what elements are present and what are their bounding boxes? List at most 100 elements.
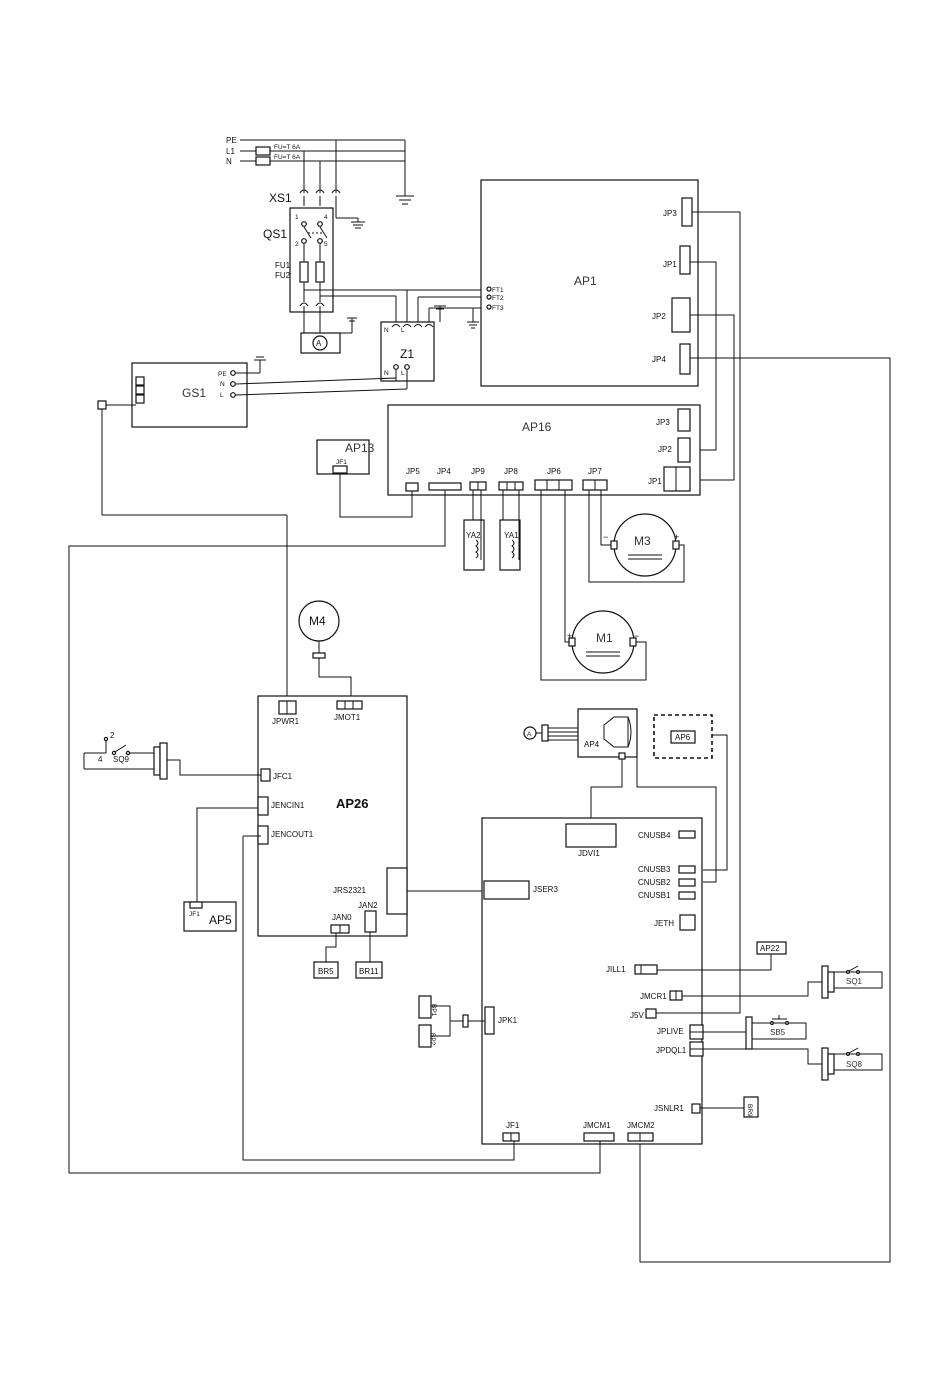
svg-text:AP22: AP22 [760,944,780,953]
xs1-qs1-block: XS1 QS1 1 4 2 5 FU1 FU2 [263,189,408,354]
svg-text:BR9: BR9 [746,1104,753,1117]
ap1-jp3 [681,197,693,227]
svg-text:JP3: JP3 [656,418,670,427]
svg-text:A: A [527,731,532,738]
ap5-board: AP5 JF1 [183,807,258,932]
mains-input: PE L1 N FU=T 6A FU=T 6A [226,136,414,205]
svg-text:YA2: YA2 [466,531,481,540]
svg-text:M4: M4 [309,614,326,628]
bp1-box [418,995,432,1019]
ap1-jp4 [679,343,691,375]
svg-text:JP7: JP7 [588,467,602,476]
solenoids: YA2 YA1 [463,490,521,571]
br9-box [743,1096,759,1118]
svg-text:AP5: AP5 [209,913,232,927]
svg-text:CNUSB3: CNUSB3 [638,865,671,874]
svg-text:JMCM1: JMCM1 [583,1121,611,1130]
svg-text:CNUSB2: CNUSB2 [638,878,671,887]
svg-text:AP6: AP6 [675,733,691,742]
main-board-box [481,817,703,1145]
svg-text:N: N [384,370,389,377]
svg-text:1: 1 [295,214,299,221]
svg-text:SB5: SB5 [770,1028,786,1037]
fuse-fu2 [315,261,325,283]
svg-text:JMCM2: JMCM2 [627,1121,655,1130]
ya1-coil [499,519,521,571]
svg-text:JP8: JP8 [504,467,518,476]
motor-m3: M3 − + [588,490,685,583]
l1-label: L1 [226,147,235,156]
peripheral-devices: AP22 SQ1 SB5 SQ8 BR9 [657,941,883,1118]
svg-text:FT3: FT3 [492,305,504,312]
svg-text:CNUSB4: CNUSB4 [638,831,671,840]
svg-text:JPDQL1: JPDQL1 [656,1046,687,1055]
ap1-jp1 [679,245,691,275]
svg-text:JP9: JP9 [471,467,485,476]
svg-text:JF1: JF1 [336,459,347,466]
svg-text:FU1: FU1 [275,261,291,270]
svg-text:JF1: JF1 [189,911,200,918]
ap26-board: AP26 JPWR1 JMOT1 JFC1 JENCIN1 JENCOUT1 J… [257,695,484,979]
svg-text:L: L [220,392,224,399]
svg-text:N: N [220,381,225,388]
fuse-l1 [255,146,271,156]
svg-text:2: 2 [295,241,299,248]
svg-text:N: N [384,327,389,334]
svg-text:FU2: FU2 [275,271,291,280]
svg-text:JDVI1: JDVI1 [578,849,600,858]
z1-filter: Z1 N L N L [380,289,488,382]
svg-text:JP1: JP1 [663,260,677,269]
ap1-board: AP1 FT1 FT2 FT3 JP3 JP1 JP2 JP4 [480,179,891,1263]
svg-text:−: − [603,532,608,542]
ap13-label: AP13 [345,441,375,455]
svg-text:BP2: BP2 [429,1033,436,1046]
svg-text:JP6: JP6 [547,467,561,476]
n-label: N [226,157,232,166]
svg-text:JILL1: JILL1 [606,965,626,974]
svg-text:JP4: JP4 [652,355,666,364]
svg-text:4: 4 [98,755,103,764]
ap4-display: A AP4 [523,708,638,824]
ap6-board: AP6 [636,714,728,883]
svg-text:JP5: JP5 [406,467,420,476]
svg-text:L: L [401,327,405,334]
svg-text:JAN2: JAN2 [358,901,378,910]
svg-text:J5V: J5V [630,1011,644,1020]
svg-text:BR11: BR11 [359,967,379,976]
ap1-box [480,179,699,387]
svg-text:4: 4 [324,214,328,221]
br5-box [313,961,339,979]
svg-text:BP1: BP1 [430,1004,437,1017]
svg-text:JPWR1: JPWR1 [272,717,300,726]
svg-text:JRS2321: JRS2321 [333,886,366,895]
z1-label: Z1 [400,347,414,361]
qs1-label: QS1 [263,227,287,241]
svg-text:+: + [674,532,679,542]
svg-text:M3: M3 [634,534,651,548]
svg-text:FT1: FT1 [492,287,504,294]
svg-text:JP2: JP2 [658,445,672,454]
svg-text:JENCOUT1: JENCOUT1 [271,830,314,839]
svg-text:SQ9: SQ9 [113,755,130,764]
svg-text:JMCR1: JMCR1 [640,992,667,1001]
motor-m4: M4 [298,600,352,701]
qs1-enclosure [289,207,334,313]
fuse1-rating: FU=T 6A [274,144,301,151]
svg-text:AP4: AP4 [584,740,600,749]
svg-text:JPK1: JPK1 [498,1016,518,1025]
pe-label: PE [226,136,237,145]
buzzer-bp: BP1 BP2 [418,995,485,1048]
svg-text:JP1: JP1 [648,477,662,486]
svg-text:JMOT1: JMOT1 [334,713,361,722]
ap13-board: AP13 JF1 [316,439,413,518]
routing-wires [68,490,601,1174]
ap6-box [653,714,713,759]
svg-text:CNUSB1: CNUSB1 [638,891,671,900]
gs1-label: GS1 [182,386,206,400]
ap26-label: AP26 [336,796,369,811]
main-board: JDVI1 CNUSB4 CNUSB3 CNUSB2 CNUSB1 JSER3 … [481,817,704,1145]
fuse2-rating: FU=T 6A [274,154,301,161]
svg-text:+: + [567,631,572,641]
svg-text:M1: M1 [596,631,613,645]
svg-text:FT2: FT2 [492,295,504,302]
